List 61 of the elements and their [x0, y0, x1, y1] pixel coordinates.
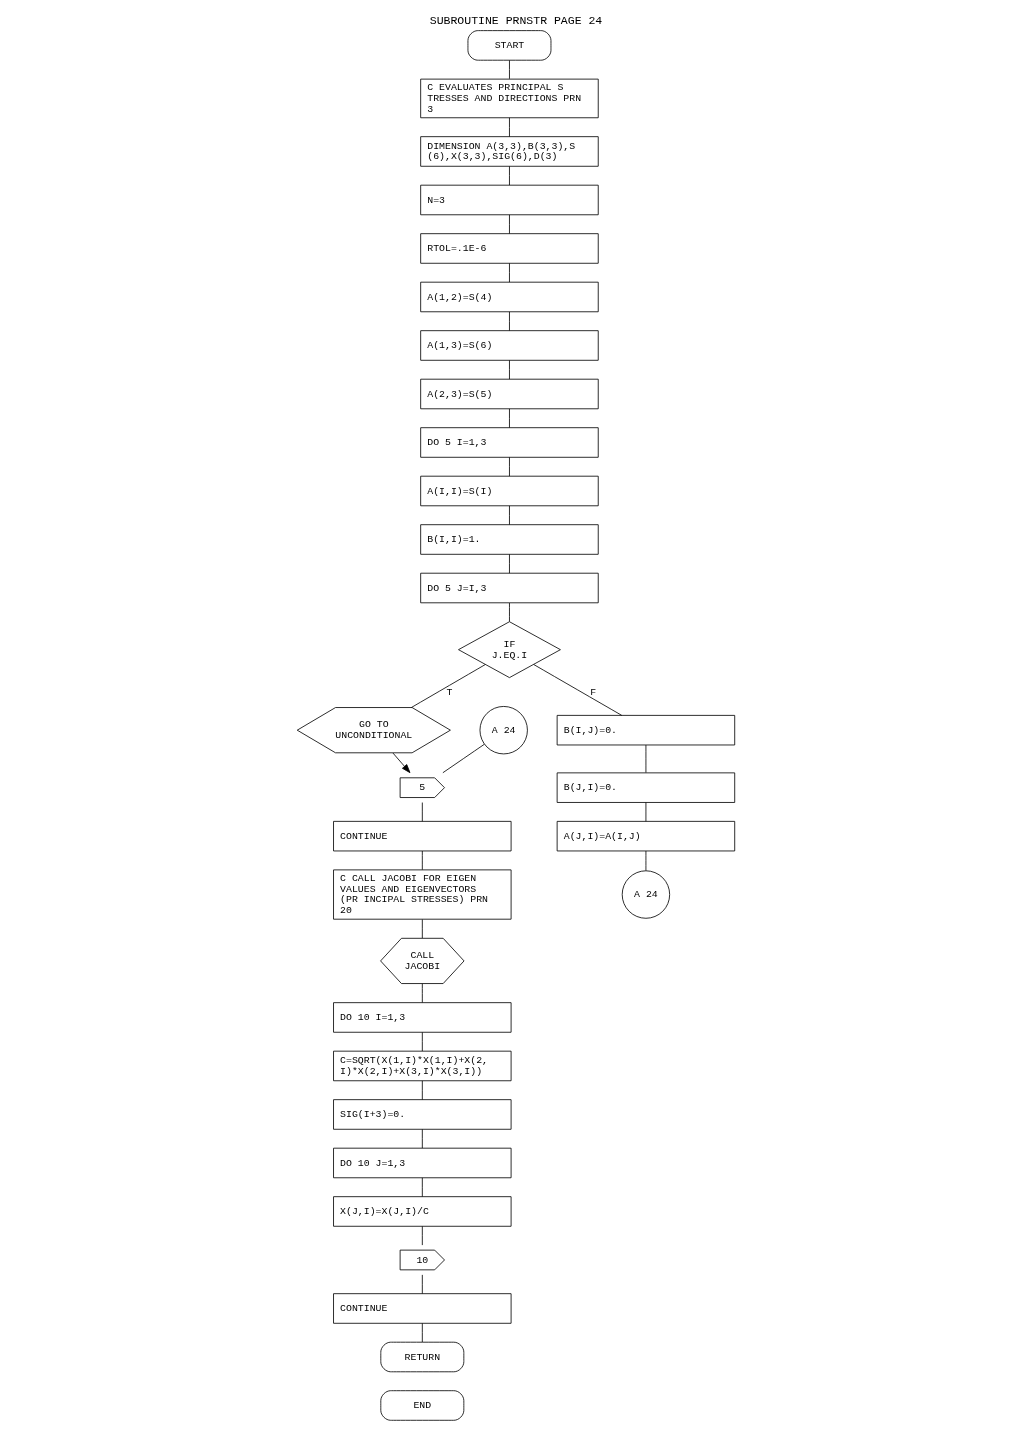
node-box: CONTINUE [333, 820, 512, 852]
connector [509, 117, 510, 138]
node-box: SIG(I+3)=0. [333, 1099, 512, 1130]
connector [509, 359, 510, 380]
connector [509, 505, 510, 526]
node-box: B(I,J)=0. [556, 714, 736, 746]
arrow [392, 752, 411, 774]
connector [509, 311, 510, 332]
connector [421, 1322, 423, 1343]
node-box: B(J,I)=0. [556, 772, 736, 803]
connector [509, 214, 510, 234]
connector [509, 262, 510, 283]
connector [421, 919, 423, 939]
node-box: A(I,I)=S(I) [420, 475, 599, 507]
edge-label: T [446, 686, 453, 698]
node-box: CONTINUE [333, 1293, 512, 1324]
node-box: RTOL=.1E-6 [420, 233, 599, 264]
connector [533, 664, 623, 716]
connector [509, 165, 510, 186]
diagram-title: SUBROUTINE PRNSTR PAGE 24 [429, 14, 603, 28]
connector [509, 59, 510, 80]
connector [645, 802, 647, 822]
node-box: DO 10 J=1,3 [333, 1147, 512, 1179]
node-box: C EVALUATES PRINCIPAL S TRESSES AND DIRECTIONS PRN 3 [420, 78, 599, 119]
edge-label: F [590, 686, 597, 698]
node-box: X(J,I)=X(J,I)/C [333, 1196, 512, 1227]
node-box: START [467, 30, 552, 61]
connector [421, 802, 423, 822]
node-box: RETURN [380, 1341, 465, 1373]
connector [421, 1177, 423, 1197]
connector [421, 1225, 423, 1246]
connector [421, 1128, 423, 1149]
connector [421, 983, 423, 1003]
node-box: A(2,3)=S(5) [420, 378, 599, 410]
node-box: A(1,2)=S(4) [420, 281, 599, 313]
connector [442, 743, 485, 774]
node-circle: A 24 [621, 870, 671, 919]
connector [509, 602, 510, 622]
connector [645, 744, 647, 773]
node-diamond: IF J.EQ.I [458, 621, 561, 678]
node-box: N=3 [420, 184, 599, 216]
connector [421, 1080, 423, 1100]
node-box: END [380, 1390, 465, 1421]
node-box: DO 10 I=1,3 [333, 1002, 512, 1033]
node-box: C CALL JACOBI FOR EIGEN VALUES AND EIGENVECTORS (PR INCIPAL STRESSES) PRN 20 [333, 869, 512, 920]
node-box: DO 5 J=I,3 [420, 572, 599, 604]
connector [509, 456, 510, 477]
node-box: DIMENSION A(3,3),B(3,3),S (6),X(3,3),SIG(6),D(3) [420, 136, 599, 167]
node-box: A(1,3)=S(6) [420, 330, 599, 361]
node-box: A(J,I)=A(I,J) [556, 820, 736, 852]
connector [411, 664, 486, 708]
connector [421, 850, 423, 871]
node-circle: A 24 [479, 706, 528, 755]
connector [509, 408, 510, 429]
connector [421, 1274, 423, 1294]
connector [421, 1031, 423, 1052]
node-box: C=SQRT(X(1,I)*X(1,I)+X(2, I)*X(2,I)+X(3,I)*X(3,I)) [333, 1050, 512, 1082]
node-box: B(I,I)=1. [420, 524, 599, 555]
node-box: DO 5 I=1,3 [420, 427, 599, 458]
connector [509, 553, 510, 574]
connector [645, 850, 647, 871]
